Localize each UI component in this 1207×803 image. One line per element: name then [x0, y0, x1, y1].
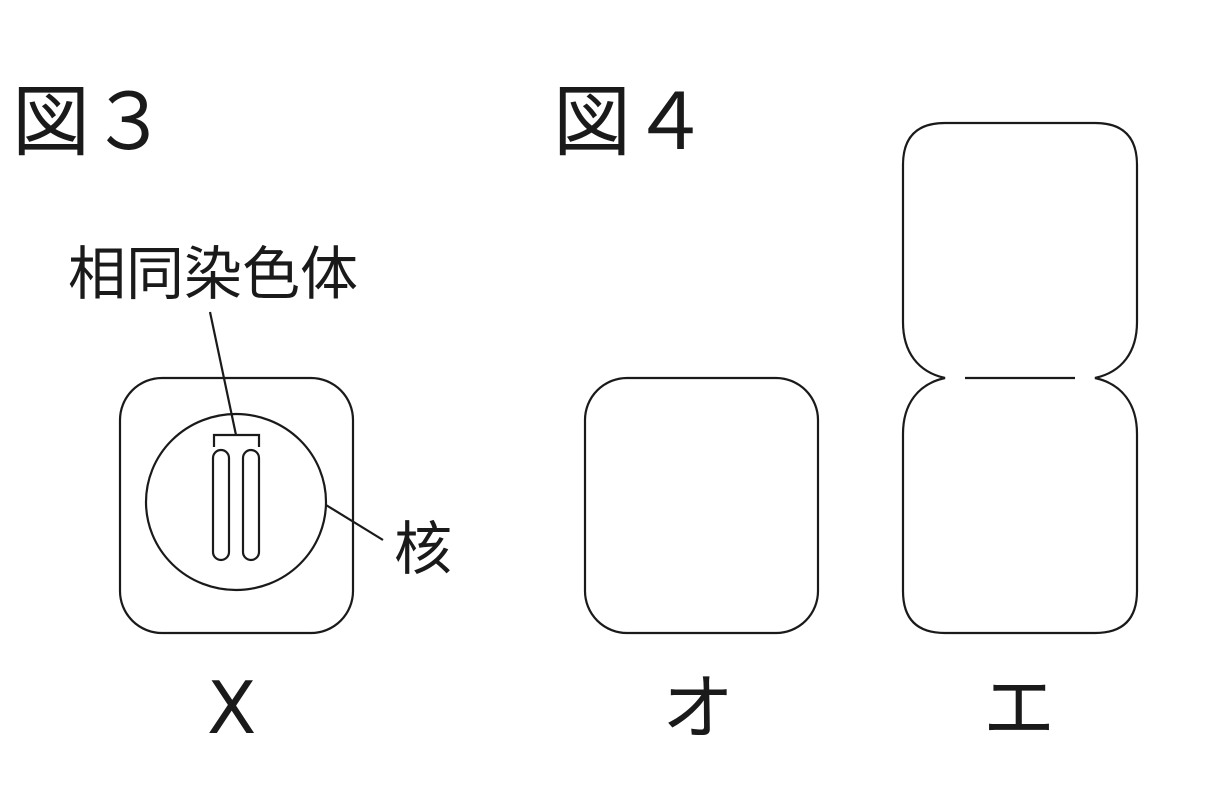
figure-3-title: 図３: [12, 78, 169, 168]
chromosome-right: [241, 448, 261, 562]
cell-e-outline: [901, 121, 1139, 635]
cell-o-outline: [583, 376, 820, 635]
cell-o-label: オ: [662, 666, 735, 750]
cell-e-label: エ: [983, 666, 1056, 750]
homolog-bracket: [212, 433, 261, 447]
nucleus-leader-line: [325, 504, 384, 541]
figure-4-title: 図４: [553, 78, 710, 168]
homologous-chromosomes-label: 相同染色体: [68, 240, 359, 308]
cell-x-outline: [118, 376, 355, 635]
cell-x-label: X: [207, 666, 257, 750]
nucleus-outline: [144, 412, 328, 592]
homolog-leader-line: [208, 311, 238, 436]
nucleus-label: 核: [394, 515, 453, 583]
chromosome-left: [211, 448, 231, 562]
